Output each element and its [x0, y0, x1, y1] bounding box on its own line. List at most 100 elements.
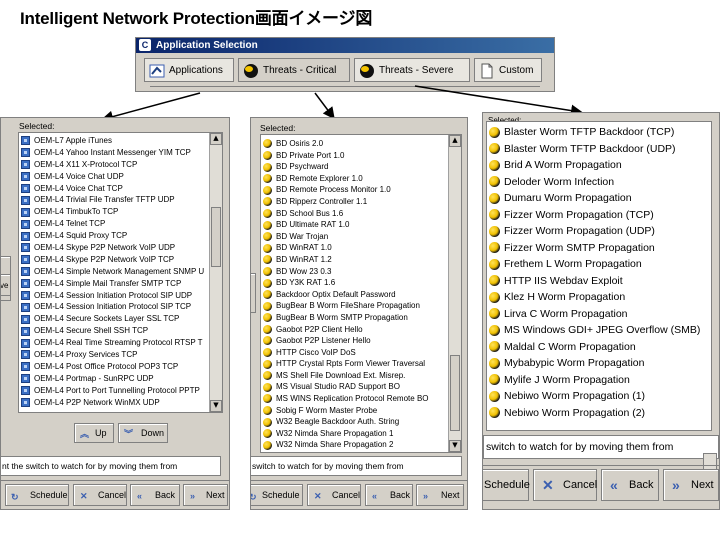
schedule-button[interactable]: Schedule	[483, 469, 530, 501]
list-item[interactable]: OEM-L4 Proxy Services TCP	[21, 349, 208, 361]
scroll-up-arrow-icon[interactable]: ▲	[210, 133, 222, 145]
scroll-thumb[interactable]	[211, 207, 221, 267]
tab-threats-severe[interactable]: Threats - Severe	[354, 58, 470, 82]
list-item[interactable]: W32 Nimda Share Propagation 2	[263, 439, 447, 451]
list-item[interactable]: Blaster Worm TFTP Backdoor (UDP)	[489, 141, 709, 158]
list-item[interactable]: OEM-L4 Simple Mail Transfer SMTP TCP	[21, 278, 208, 290]
tab-applications[interactable]: Applications	[144, 58, 234, 82]
list-item[interactable]: Gaobot P2P Client Hello	[263, 324, 447, 336]
list-item[interactable]: OEM-L4 Trivial File Transfer TFTP UDP	[21, 194, 208, 206]
cancel-button[interactable]: ✕ Cancel	[533, 469, 597, 501]
next-button[interactable]: » Next	[183, 484, 228, 506]
next-button[interactable]: » Next	[416, 484, 464, 506]
list-item[interactable]: BD School Bus 1.6	[263, 208, 447, 220]
list-item[interactable]: W32 Nimda Share Propagation 1	[263, 428, 447, 440]
tab-threats-critical[interactable]: Threats - Critical	[238, 58, 350, 82]
list-item[interactable]: HTTP Cisco VoIP DoS	[263, 347, 447, 359]
list-item[interactable]: MS Windows GDI+ JPEG Overflow (SMB)	[489, 322, 709, 339]
list-item[interactable]: BD Psychward	[263, 161, 447, 173]
list-item[interactable]: OEM-L4 P2P Network WinMX UDP	[21, 397, 208, 409]
list-item[interactable]: OEM-L4 Secure Sockets Layer SSL TCP	[21, 313, 208, 325]
list-item[interactable]: Fizzer Worm SMTP Propagation	[489, 240, 709, 257]
back-button[interactable]: « Back	[365, 484, 413, 506]
tab-custom[interactable]: Custom	[474, 58, 542, 82]
list-item[interactable]: OEM-L4 Squid Proxy TCP	[21, 230, 208, 242]
list-item[interactable]: HTTP Crystal Rpts Form Viewer Traversal	[263, 358, 447, 370]
selected-severe-threats-list[interactable]: Blaster Worm TFTP Backdoor (TCP)Blaster …	[486, 121, 712, 431]
list-item[interactable]: OEM-L4 Session Initiation Protocol SIP T…	[21, 301, 208, 313]
scroll-thumb[interactable]	[450, 355, 460, 431]
next-button[interactable]: » Next	[663, 469, 719, 501]
scrollbar[interactable]: ▲ ▼	[448, 135, 461, 452]
list-item[interactable]: Sobig F Worm Master Probe	[263, 405, 447, 417]
side-handle[interactable]	[251, 273, 256, 313]
list-item[interactable]: OEM-L4 Yahoo Instant Messenger YIM TCP	[21, 147, 208, 159]
list-item[interactable]: BugBear B Worm FileShare Propagation	[263, 300, 447, 312]
list-item[interactable]: Fizzer Worm Propagation (UDP)	[489, 223, 709, 240]
list-item[interactable]: Deloder Worm Infection	[489, 174, 709, 191]
list-item[interactable]: OEM-L4 Port to Port Tunnelling Protocol …	[21, 385, 208, 397]
schedule-button[interactable]: ↻ Schedule	[5, 484, 69, 506]
list-item[interactable]: OEM-L4 Simple Network Management SNMP U	[21, 266, 208, 278]
list-item[interactable]: OEM-L4 Skype P2P Network VoIP UDP	[21, 242, 208, 254]
list-item[interactable]: W32 Beagle Backdoor Auth. String	[263, 416, 447, 428]
list-item[interactable]: MS Visual Studio RAD Support BO	[263, 381, 447, 393]
list-item[interactable]: OEM-L4 TimbukTo TCP	[21, 206, 208, 218]
threat-disk-icon	[263, 232, 272, 242]
list-item[interactable]: OEM-L4 Secure Shell SSH TCP	[21, 325, 208, 337]
scroll-down-arrow-icon[interactable]: ▼	[449, 440, 461, 452]
list-item[interactable]: Dumaru Worm Propagation	[489, 190, 709, 207]
list-item[interactable]: BD Remote Explorer 1.0	[263, 173, 447, 185]
list-item[interactable]: Maldal C Worm Propagation	[489, 339, 709, 356]
list-item[interactable]: Blaster Worm TFTP Backdoor (TCP)	[489, 124, 709, 141]
list-item[interactable]: Fizzer Worm Propagation (TCP)	[489, 207, 709, 224]
list-item[interactable]: OEM-L4 Skype P2P Network VoIP TCP	[21, 254, 208, 266]
list-item[interactable]: OEM-L4 Telnet TCP	[21, 218, 208, 230]
scroll-up-arrow-icon[interactable]: ▲	[449, 135, 461, 147]
list-item[interactable]: OEM-L4 Portmap - SunRPC UDP	[21, 373, 208, 385]
list-item[interactable]: BD Wow 23 0.3	[263, 266, 447, 278]
back-button[interactable]: « Back	[601, 469, 659, 501]
list-item[interactable]: HTTP IIS Webdav Exploit	[489, 273, 709, 290]
list-item[interactable]: Klez H Worm Propagation	[489, 289, 709, 306]
list-item[interactable]: Brid A Worm Propagation	[489, 157, 709, 174]
list-item[interactable]: OEM-L4 Voice Chat TCP	[21, 183, 208, 195]
list-item[interactable]: BD WinRAT 1.0	[263, 242, 447, 254]
scrollbar[interactable]: ▲ ▼	[209, 133, 222, 412]
cancel-button[interactable]: ✕ Cancel	[73, 484, 127, 506]
list-item[interactable]: MS Shell File Download Ext. Misrep.	[263, 370, 447, 382]
back-button[interactable]: « Back	[130, 484, 180, 506]
list-item[interactable]: BD Y3K RAT 1.6	[263, 277, 447, 289]
list-item[interactable]: BD Ultimate RAT 1.0	[263, 219, 447, 231]
list-item[interactable]: OEM-L7 Apple iTunes	[21, 135, 208, 147]
list-item[interactable]: BD Osiris 2.0	[263, 138, 447, 150]
list-item[interactable]: BD WinRAT 1.2	[263, 254, 447, 266]
scroll-down-arrow-icon[interactable]: ▼	[210, 400, 222, 412]
list-item[interactable]: OEM-L4 Real Time Streaming Protocol RTSP…	[21, 337, 208, 349]
list-item[interactable]: Backdoor Optix Default Password	[263, 289, 447, 301]
list-item[interactable]: Mybabypic Worm Propagation	[489, 355, 709, 372]
list-item[interactable]: BD Remote Process Monitor 1.0	[263, 184, 447, 196]
up-button[interactable]: ︽ Up	[74, 423, 114, 443]
list-item[interactable]: Gaobot P2P Listener Hello	[263, 335, 447, 347]
down-button[interactable]: ︾ Down	[118, 423, 168, 443]
move-button-label[interactable]: ve	[1, 274, 11, 296]
list-item[interactable]: Nebiwo Worm Propagation (1)	[489, 388, 709, 405]
list-item[interactable]: OEM-L4 X11 X-Protocol TCP	[21, 159, 208, 171]
list-item[interactable]: Mylife J Worm Propagation	[489, 372, 709, 389]
list-item[interactable]: OEM-L4 Voice Chat UDP	[21, 171, 208, 183]
list-item[interactable]: BD Ripperz Controller 1.1	[263, 196, 447, 208]
list-item[interactable]: Nebiwo Worm Propagation (2)	[489, 405, 709, 422]
list-item[interactable]: Frethem L Worm Propagation	[489, 256, 709, 273]
schedule-button[interactable]: ↻ Schedule	[251, 484, 303, 506]
list-item[interactable]: OEM-L4 Post Office Protocol POP3 TCP	[21, 361, 208, 373]
list-item[interactable]: Lirva C Worm Propagation	[489, 306, 709, 323]
list-item[interactable]: MS WINS Replication Protocol Remote BO	[263, 393, 447, 405]
list-item[interactable]: BD War Trojan	[263, 231, 447, 243]
list-item[interactable]: OEM-L4 Session Initiation Protocol SIP U…	[21, 290, 208, 302]
cancel-button[interactable]: ✕ Cancel	[307, 484, 361, 506]
list-item[interactable]: BugBear B Worm SMTP Propagation	[263, 312, 447, 324]
list-item[interactable]: BD Private Port 1.0	[263, 150, 447, 162]
